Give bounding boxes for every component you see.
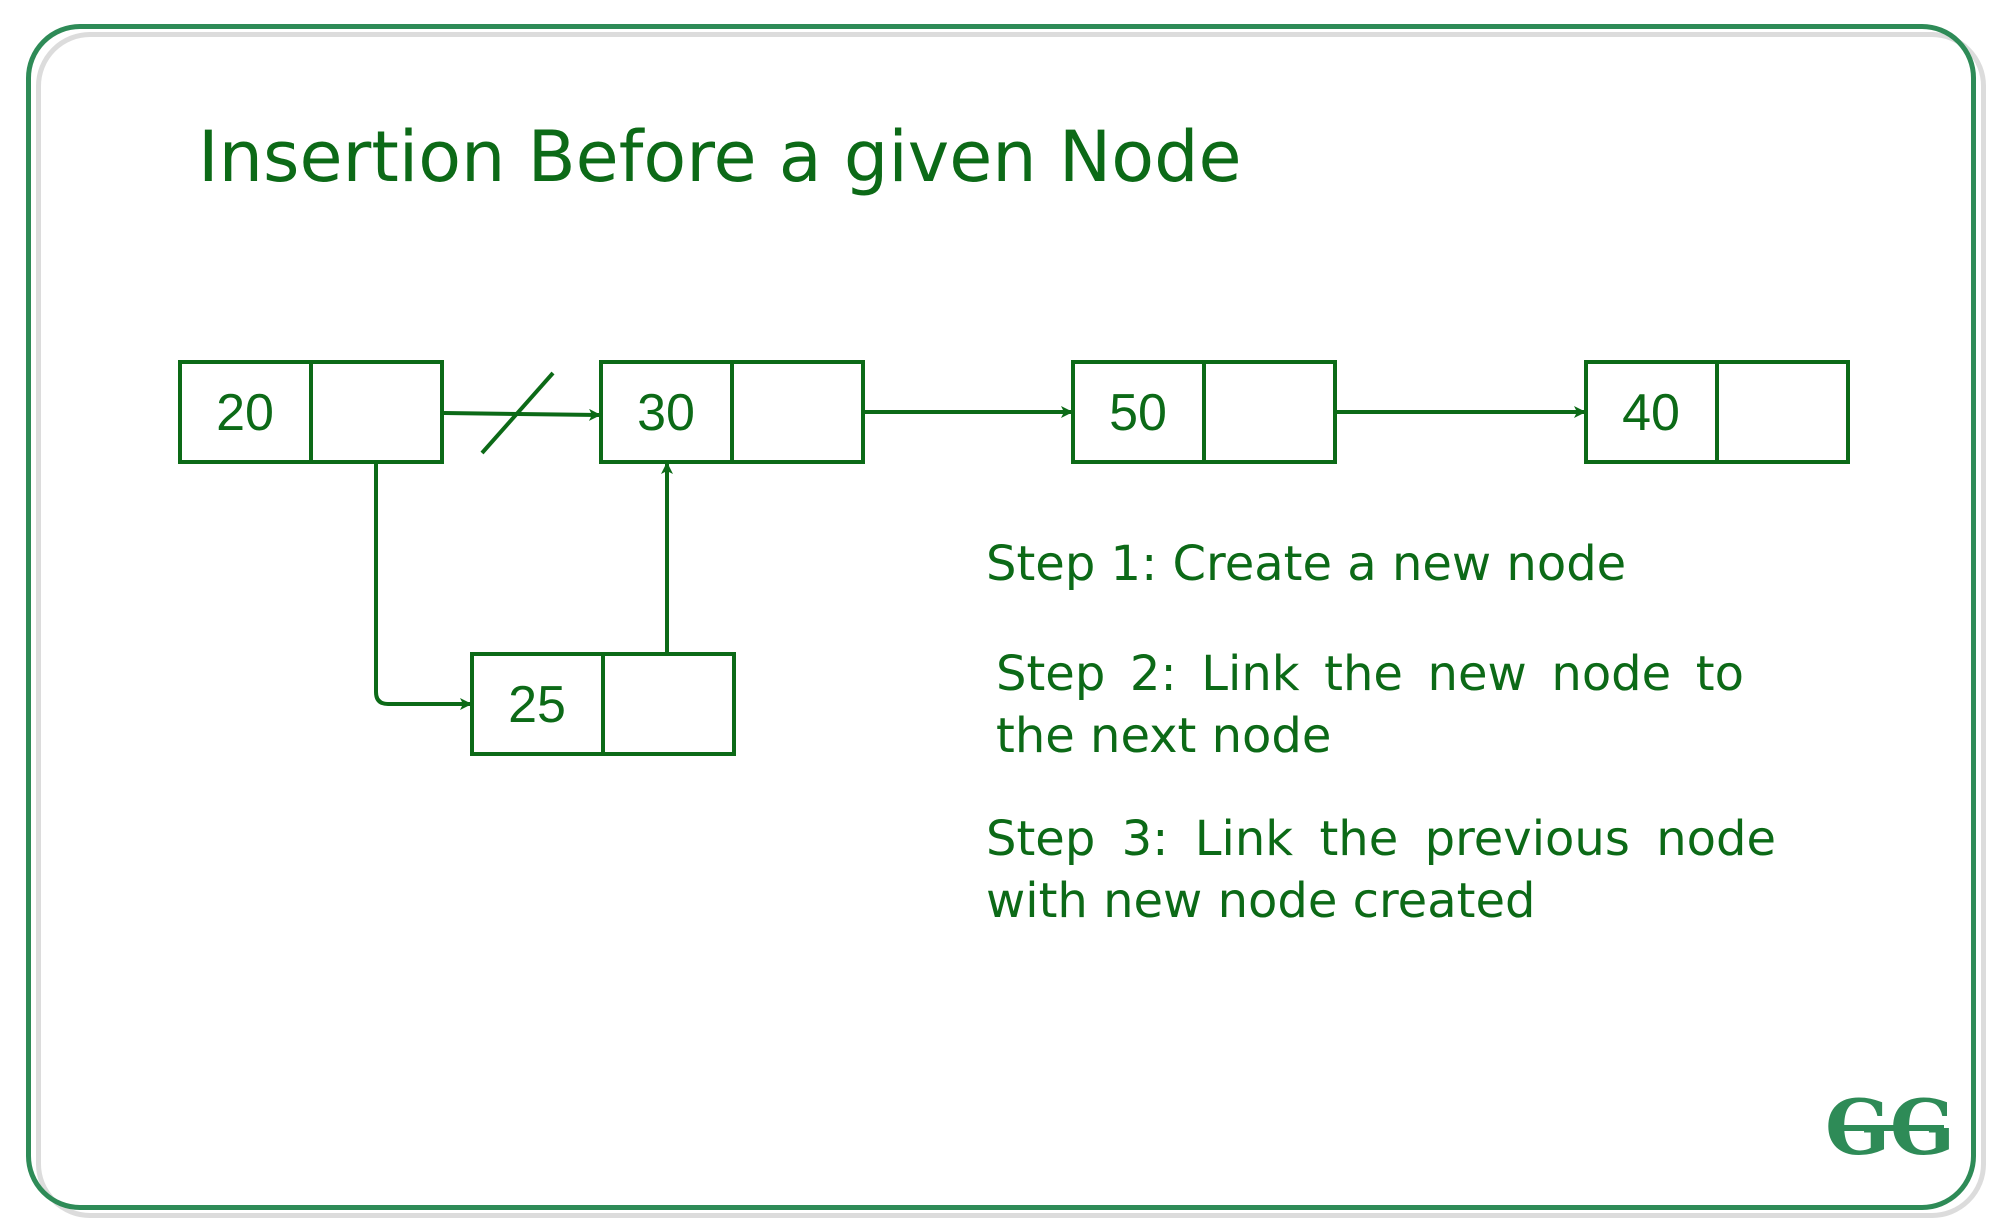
- node-25: 25: [470, 652, 736, 756]
- node-40-value: 40: [1622, 384, 1680, 442]
- step-3-text: Step 3: Link the previous node with new …: [986, 811, 1776, 929]
- node-20: 20: [178, 360, 444, 464]
- diagram-title: Insertion Before a given Node: [198, 116, 1242, 198]
- link-removed-slash: [480, 371, 555, 455]
- card-frame: [26, 24, 1976, 1210]
- card-shadow: [36, 32, 1986, 1218]
- node-25-value: 25: [508, 676, 566, 734]
- node-20-value: 20: [216, 384, 274, 442]
- arrow-20-to-25: [374, 464, 472, 710]
- node-30-value: 30: [637, 384, 695, 442]
- arrow-20-to-30: [443, 408, 601, 421]
- node-50-value: 50: [1109, 384, 1167, 442]
- step-2-text: Step 2: Link the new node to the next no…: [996, 646, 1744, 764]
- node-50: 50: [1071, 360, 1337, 464]
- step-1-text: Step 1: Create a new node: [986, 536, 1627, 592]
- node-30: 30: [599, 360, 865, 464]
- gfg-logo-icon: GG: [1825, 1088, 1955, 1168]
- node-40: 40: [1584, 360, 1850, 464]
